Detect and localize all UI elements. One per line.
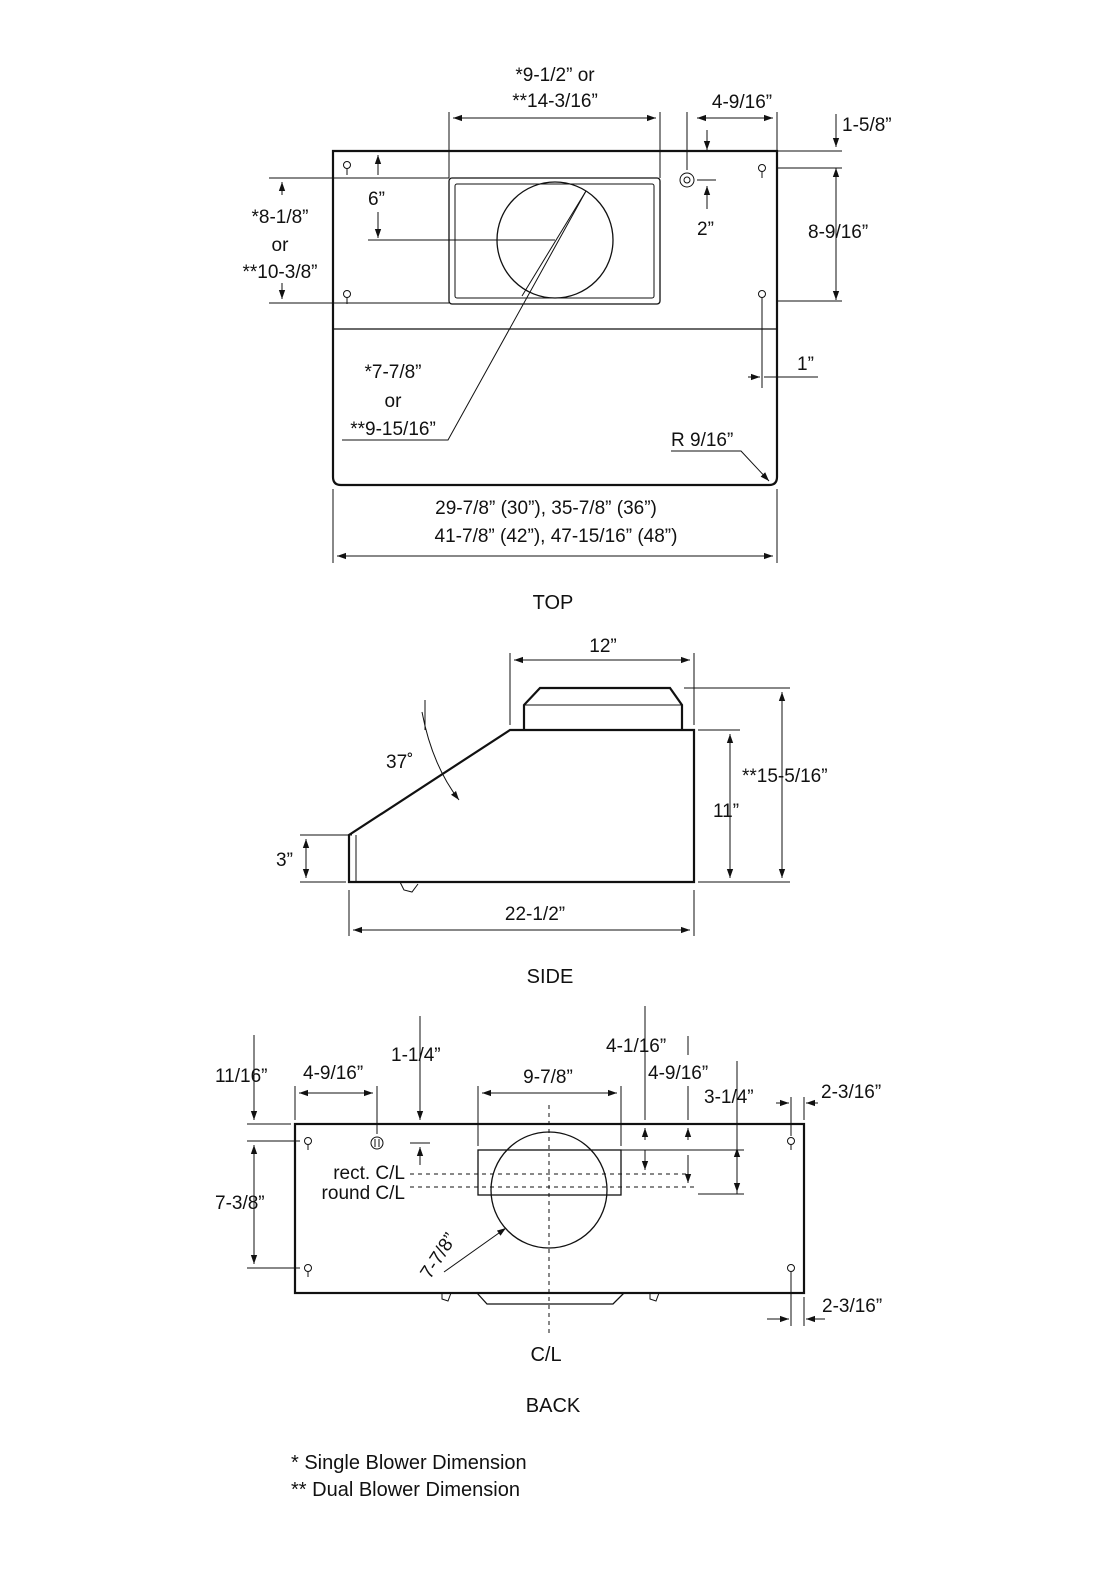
dim-six: 6” bbox=[368, 189, 385, 210]
electrical-knockout-icon bbox=[679, 172, 695, 188]
keyhole-icon bbox=[343, 161, 766, 304]
dim-front: 3” bbox=[276, 850, 293, 871]
top-view-title: TOP bbox=[533, 592, 574, 614]
top-opening-outer bbox=[448, 177, 661, 305]
dim-opening-width-l2: **14-3/16” bbox=[512, 91, 598, 112]
dim-b: 4-9/16” bbox=[303, 1063, 363, 1084]
dim-round-l1: *7-7/8” bbox=[364, 362, 421, 383]
dim-one: 1” bbox=[797, 354, 814, 375]
dim-round-l3: **9-15/16” bbox=[350, 419, 436, 440]
dim-angle: 37˚ bbox=[386, 752, 413, 773]
back-view-title: BACK bbox=[526, 1395, 581, 1417]
dim-a: 11/16” bbox=[215, 1066, 267, 1087]
side-outline bbox=[347, 728, 696, 884]
dim-opening-depth-l1: *8-1/8” bbox=[251, 207, 308, 228]
dim-opening-depth-l3: **10-3/8” bbox=[243, 262, 318, 283]
dim-blower-width: 12” bbox=[589, 636, 616, 657]
dim-round-l2: or bbox=[385, 391, 403, 412]
dim-width-l2: 41-7/8” (42”), 47-15/16” (48”) bbox=[435, 526, 678, 547]
side-view-title: SIDE bbox=[527, 966, 574, 988]
dim-depth: 22-1/2” bbox=[505, 904, 565, 925]
dim-two: 2” bbox=[697, 219, 714, 240]
dim-overall-height: **15-5/16” bbox=[742, 766, 828, 787]
dim-right-depth: 8-9/16” bbox=[808, 222, 868, 243]
dim-f: 4-9/16” bbox=[648, 1063, 708, 1084]
dim-opening-depth-l2: or bbox=[272, 235, 290, 256]
dim-round: 7-7/8” bbox=[417, 1230, 462, 1283]
label-cl: C/L bbox=[530, 1344, 561, 1366]
dim-opening-width-l1: *9-1/2” or bbox=[515, 65, 595, 86]
dim-height: 11” bbox=[713, 801, 739, 822]
dim-width-l1: 29-7/8” (30”), 35-7/8” (36”) bbox=[435, 498, 657, 519]
dim-offset-right: 4-9/16” bbox=[712, 92, 772, 113]
top-opening-inner bbox=[454, 183, 655, 299]
dim-h: 2-3/16” bbox=[821, 1082, 881, 1103]
dim-c: 1-1/4” bbox=[391, 1045, 441, 1066]
back-bottom-flange bbox=[476, 1292, 625, 1305]
dim-g: 3-1/4” bbox=[704, 1087, 754, 1108]
dim-j: 2-3/16” bbox=[822, 1296, 882, 1317]
top-view: *9-1/2” or **14-3/16” 4-9/16” 1-5/8” 8-9… bbox=[243, 65, 892, 614]
side-view: 12” **15-5/16” 11” 37˚ 3” 22-1/2” SIDE bbox=[276, 636, 828, 988]
electrical-knockout-icon bbox=[370, 1136, 384, 1150]
footnote-dual: ** Dual Blower Dimension bbox=[291, 1479, 520, 1501]
label-round-cl: round C/L bbox=[322, 1183, 405, 1204]
side-blower bbox=[522, 686, 684, 730]
footnote-single: * Single Blower Dimension bbox=[291, 1452, 527, 1474]
dim-d: 9-7/8” bbox=[523, 1067, 573, 1088]
label-rect-cl: rect. C/L bbox=[333, 1163, 405, 1184]
keyhole-icon bbox=[304, 1137, 795, 1277]
dim-top-gap: 1-5/8” bbox=[842, 115, 892, 136]
top-outline bbox=[331, 149, 779, 487]
back-view: 11/16” 7-3/8” 4-9/16” 1-1/4” 9-7/8” 4-1/… bbox=[215, 1006, 882, 1417]
dim-i: 7-3/8” bbox=[215, 1193, 265, 1214]
dim-radius: R 9/16” bbox=[671, 430, 733, 451]
dim-e: 4-1/16” bbox=[606, 1036, 666, 1057]
